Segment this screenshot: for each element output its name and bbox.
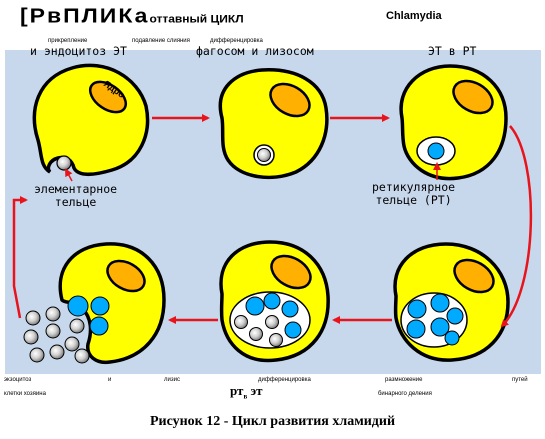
arrow-3-4: [500, 125, 533, 328]
nucleus: [452, 79, 494, 115]
reticulate-body: [89, 316, 109, 336]
bottom-label-multiplication: размножение: [385, 377, 423, 383]
elementary-body: [249, 327, 263, 341]
diagram-title: [РвПЛИКаоттавный ЦИКЛ: [20, 3, 244, 27]
stage-label-endocytosis: и эндоцитоз ЭТ: [30, 44, 127, 58]
pointer-elementary-body: [65, 168, 73, 182]
stage-label-inhibit-tiny: подавление слияния: [132, 38, 190, 44]
nucleus: [88, 80, 128, 114]
bottom-label-lysis: лизис: [164, 377, 180, 383]
reticulate-body: [446, 307, 464, 325]
cell-multiplication: [393, 242, 510, 362]
diagram-subtitle: Chlamydia: [386, 10, 442, 22]
stage-label-phagosome: фагосом и лизосом: [196, 44, 314, 58]
reticulate-body: [245, 296, 265, 316]
reticulate-body: [406, 319, 426, 339]
reticulate-body: [281, 300, 299, 318]
bottom-label-and: и: [108, 377, 112, 383]
bottom-label-by-way: путей: [512, 377, 528, 383]
bottom-label-exocytosis: экзоцитоз: [4, 377, 32, 383]
stage-label-attach-tiny: прикрепление: [48, 38, 88, 44]
reticulate-body: [430, 293, 450, 313]
elementary-body: [234, 315, 248, 329]
elementary-body-label: элементарное тельце: [34, 182, 118, 209]
cell-attachment: Ядро: [32, 63, 150, 176]
elementary-body: [257, 148, 271, 162]
released-elementary-bodies: [23, 306, 90, 364]
elementary-body: [269, 333, 283, 347]
nucleus: [106, 259, 146, 293]
reticulate-body: [284, 321, 302, 339]
stage-label-differ-tiny: дифференцировка: [210, 38, 263, 44]
bottom-label-differentiation: дифференцировка: [258, 377, 311, 383]
reticulate-body: [67, 295, 89, 317]
reticulate-body: [430, 317, 450, 337]
reticulate-body: [407, 299, 427, 319]
cycle-arrows: [12, 114, 533, 328]
reticulate-body: [90, 296, 110, 316]
reticulate-body: [444, 330, 460, 346]
reticulate-body: [263, 292, 281, 310]
nucleus: [269, 82, 311, 118]
cell-phagosome: [218, 68, 329, 180]
cell-rt-to-et: [219, 240, 330, 363]
bottom-label-binary-fission: бинарного деления: [378, 391, 432, 397]
bottom-label-host-cell: клетки хозяина: [4, 391, 46, 397]
arrow-6-1: [12, 196, 28, 319]
reticulate-body: [427, 142, 445, 160]
nucleus: [453, 258, 495, 294]
elementary-body: [265, 315, 279, 329]
reticulate-body-label: ретикулярное тельце (РТ): [372, 180, 456, 207]
cell-lysis: [23, 242, 166, 365]
bottom-label-rt-et: ртв эт: [230, 383, 263, 401]
stage-label-et-rt: ЭТ в РТ: [428, 44, 477, 58]
nucleus: [270, 254, 312, 290]
cell-differentiation: [399, 64, 508, 181]
figure-caption: Рисунок 12 - Цикл развития хламидий: [149, 414, 396, 429]
elementary-body: [56, 155, 72, 171]
